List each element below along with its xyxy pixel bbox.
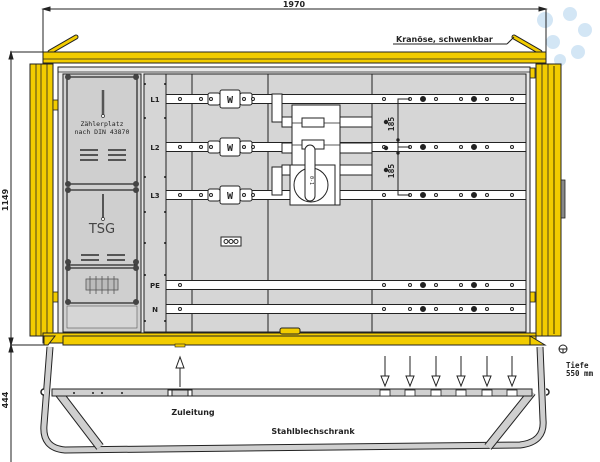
- outlet-gland: [506, 389, 518, 397]
- switch-position-label: 0-1: [308, 176, 314, 185]
- depth-label: Tiefe: [566, 361, 589, 370]
- cabinet-label: Stahlblechschrank: [271, 427, 355, 436]
- height-dimension-frame: 444: [1, 391, 10, 408]
- crane-eye-left: [47, 34, 79, 55]
- terminal-icon: [220, 236, 242, 247]
- height-dimension-cabinet: 1149: [1, 188, 10, 211]
- tsg-label: TSG: [88, 222, 115, 237]
- busbar-label-strip: [143, 73, 167, 333]
- busbar-spacing-dimension: [396, 98, 410, 196]
- outlet-gland: [430, 389, 442, 397]
- main-switch: [289, 104, 389, 206]
- outlet-arrow-icon: [482, 356, 492, 388]
- outlet-gland: [455, 389, 467, 397]
- busbar-pe: PE: [150, 280, 527, 290]
- terminal-block-icon: [85, 276, 119, 294]
- crane-eye-leader: [393, 36, 515, 45]
- crane-eye-right: [511, 34, 543, 55]
- supply-label: Zuleitung: [171, 408, 215, 417]
- meter-field: [62, 73, 142, 333]
- ground-symbol-icon: [558, 344, 568, 354]
- busbar-label: PE: [150, 282, 160, 290]
- width-dimension: [41, 6, 548, 52]
- supply-gland: [167, 389, 193, 397]
- outlet-gland: [379, 389, 391, 397]
- door-handle: [560, 179, 566, 219]
- busbar-l3: L3: [150, 190, 527, 200]
- right-door: [527, 63, 566, 337]
- busbar-label: L2: [150, 144, 159, 152]
- outlet-arrow-icon: [456, 356, 466, 388]
- outlet-arrow-icon: [431, 356, 441, 388]
- meter-place-label: Zählerplatz: [80, 120, 123, 128]
- steel-frame: [40, 346, 547, 454]
- cabinet-base: [42, 327, 547, 348]
- crane-eye-label: Kranöse, schwenkbar: [396, 35, 493, 44]
- busbar-label: L1: [150, 96, 159, 104]
- fuse-holder: W: [199, 89, 255, 109]
- switch-feed-lines: [271, 93, 373, 196]
- meter-place-din-label: nach DIN 43870: [75, 128, 130, 136]
- spacing-label-1: 185: [387, 117, 396, 132]
- busbar-label: N: [152, 306, 158, 314]
- depth-value: 550 mm: [566, 369, 594, 378]
- outlet-arrows: [380, 356, 517, 388]
- busbar-l1: L1: [150, 94, 527, 104]
- frame-holes: [73, 392, 123, 394]
- outlet-glands: [379, 389, 518, 397]
- fuses: W W W: [199, 89, 255, 205]
- outlet-arrow-icon: [507, 356, 517, 388]
- outlet-gland: [404, 389, 416, 397]
- busbar-label: L3: [150, 192, 159, 200]
- outlet-arrow-icon: [380, 356, 390, 388]
- fuse-holder: W: [199, 185, 255, 205]
- cabinet-roof: [42, 51, 547, 64]
- watermark-logo: [537, 7, 592, 66]
- spacing-label-2: 185: [387, 164, 396, 179]
- height-dimension: [8, 50, 44, 462]
- fuse-label: W: [227, 191, 234, 202]
- width-dimension-label: 1970: [283, 0, 306, 9]
- busbar-n: N: [152, 304, 527, 314]
- outlet-arrow-icon: [405, 356, 415, 388]
- fuse-label: W: [227, 143, 234, 154]
- outlet-gland: [481, 389, 493, 397]
- frame-lifting-lugs: [40, 388, 550, 396]
- fuse-label: W: [227, 95, 234, 106]
- supply-arrow-icon: [175, 355, 185, 387]
- left-door: [29, 63, 59, 337]
- fuse-holder: W: [199, 137, 255, 157]
